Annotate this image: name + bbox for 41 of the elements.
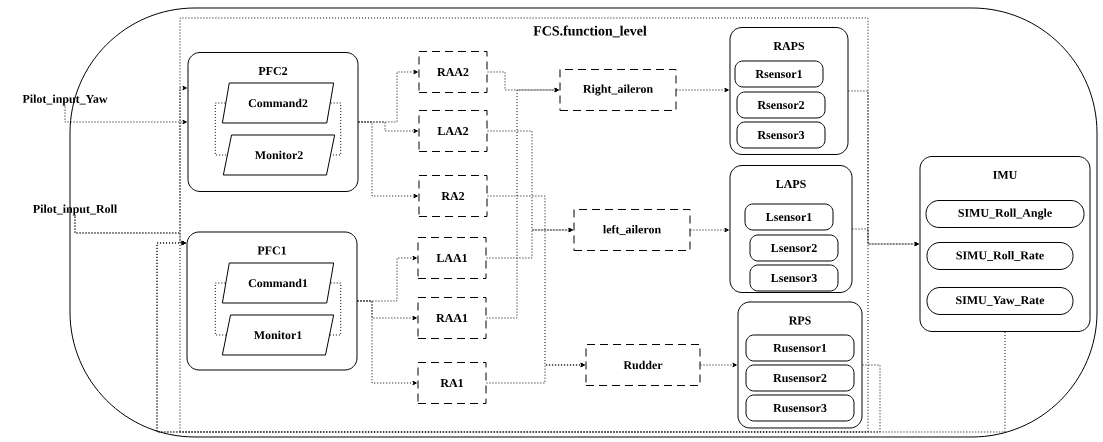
sensor-box: Lsensor1 bbox=[744, 203, 834, 231]
arrow bbox=[676, 87, 729, 93]
connector-line bbox=[214, 282, 227, 336]
connector-line bbox=[214, 102, 228, 156]
function-box: RA1 bbox=[417, 362, 487, 404]
connector-line bbox=[329, 282, 342, 336]
process-parallelogram: Monitor1 bbox=[221, 314, 335, 356]
sensor-box: Rusensor2 bbox=[745, 364, 855, 392]
sensor-box: Rsensor1 bbox=[734, 60, 824, 88]
process-parallelogram: Monitor2 bbox=[222, 134, 336, 176]
function-box: RA2 bbox=[418, 175, 488, 217]
arrow bbox=[357, 300, 417, 386]
sensor-box: Rsensor3 bbox=[736, 121, 826, 149]
sensor-box: Lsensor3 bbox=[749, 264, 839, 292]
function-box: RAA1 bbox=[417, 297, 487, 339]
arrow bbox=[486, 227, 573, 259]
arrow bbox=[486, 87, 559, 319]
sensor-box: Rusensor3 bbox=[745, 394, 855, 422]
measurement-box: SIMU_Yaw_Rate bbox=[926, 287, 1074, 315]
arrow bbox=[852, 228, 919, 247]
function-box: LAA1 bbox=[417, 237, 487, 279]
sensor-box: Rsensor2 bbox=[736, 91, 826, 119]
arrow bbox=[64, 106, 187, 125]
sensor-box: Lsensor2 bbox=[749, 234, 839, 262]
function-box: left_aileron bbox=[573, 209, 691, 251]
input-label: Pilot_input_Yaw bbox=[22, 94, 108, 106]
measurement-box: SIMU_Roll_Angle bbox=[925, 200, 1085, 228]
function-box: Right_aileron bbox=[559, 69, 677, 111]
process-parallelogram: Command2 bbox=[221, 82, 335, 124]
arrow bbox=[700, 362, 737, 368]
function-box: RAA2 bbox=[418, 51, 488, 93]
function-box: Rudder bbox=[585, 344, 701, 386]
arrow bbox=[486, 362, 585, 384]
arrow bbox=[358, 121, 418, 199]
function-box: LAA2 bbox=[418, 110, 488, 152]
arrow bbox=[690, 227, 729, 233]
measurement-box: SIMU_Roll_Rate bbox=[926, 242, 1074, 270]
connector-line bbox=[330, 102, 342, 156]
input-label: Pilot_input_Roll bbox=[33, 204, 117, 216]
sensor-box: Rusensor1 bbox=[745, 334, 855, 362]
process-parallelogram: Command1 bbox=[221, 262, 335, 304]
